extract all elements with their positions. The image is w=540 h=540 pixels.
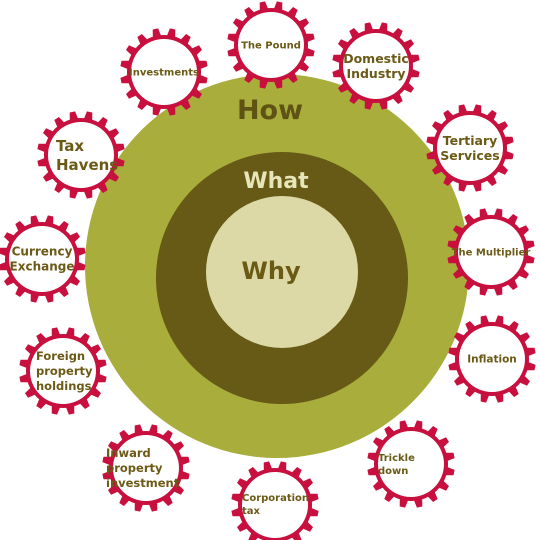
gear-label: Foreign: [36, 349, 85, 363]
gear-label: Currency: [12, 245, 73, 259]
gear-face: [437, 115, 503, 181]
how-label: How: [237, 95, 303, 126]
gear-the-multiplier: The Multiplier: [447, 208, 535, 296]
gear-label: Trickle: [378, 453, 415, 464]
gear-label: Tax: [56, 137, 84, 155]
gear-trickle-down: Trickle down: [367, 420, 455, 508]
gear-face: [113, 435, 179, 501]
gear-face: [9, 226, 75, 292]
gear-label: holdings: [36, 379, 92, 393]
gear-face: [459, 326, 525, 392]
gear-label: Exchange: [10, 260, 75, 274]
gear-face: [378, 431, 444, 497]
gear-face: [48, 122, 114, 188]
gear-label: Domestic: [343, 51, 409, 66]
gear-label: Investments: [129, 68, 199, 79]
gear-face: [343, 33, 409, 99]
gear-label: The Pound: [241, 41, 301, 52]
gear-label: Inward: [106, 446, 151, 460]
gear-label: The Multiplier: [452, 248, 531, 259]
why-label: Why: [241, 257, 301, 285]
gear-face: [458, 219, 524, 285]
gear-label: property: [36, 364, 93, 378]
gear-label: Industry: [346, 66, 405, 81]
gear-label: Tertiary: [443, 133, 498, 148]
gear-label: Services: [440, 148, 499, 163]
gear-label: investment: [106, 476, 180, 490]
gear-inflation: Inflation: [448, 315, 536, 403]
why-circle: [206, 196, 358, 348]
gear-label: property: [106, 461, 163, 475]
gear-label: Corporation: [242, 493, 309, 504]
gear-corporation-tax: Corporation tax: [231, 461, 319, 540]
gear-label: tax: [242, 506, 261, 517]
gear-face: [30, 338, 96, 404]
gear-label: Inflation: [467, 354, 517, 366]
gear-the-pound: The Pound: [227, 1, 315, 89]
gear-face: [131, 39, 197, 105]
gear-label: Havens: [56, 156, 118, 174]
gear-face: [238, 12, 304, 78]
gear-investments: Investments: [120, 28, 208, 116]
gear-face: [242, 472, 308, 538]
what-label: What: [243, 169, 309, 194]
gear-label: down: [378, 466, 408, 477]
